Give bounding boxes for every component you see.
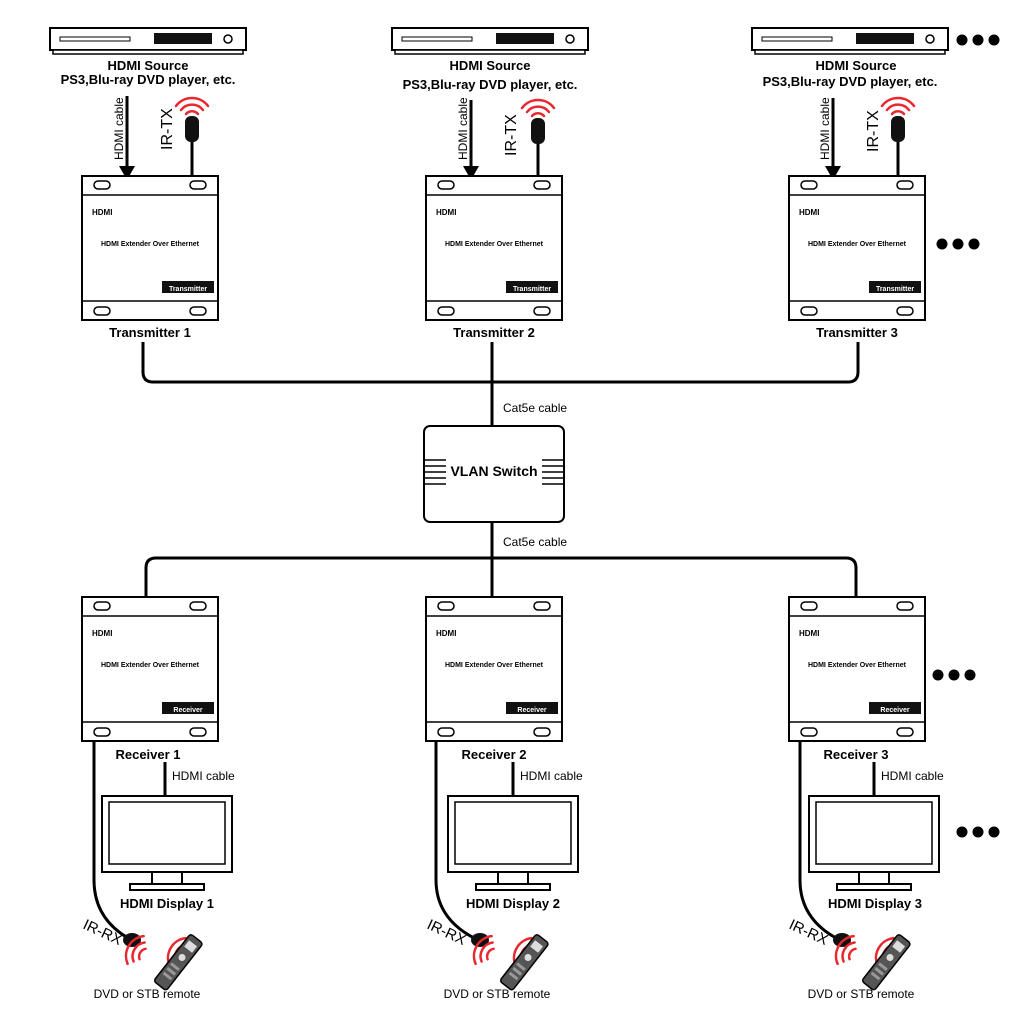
column-3: HDMI Source PS3,Blu-ray DVD player, etc.… (751, 27, 949, 340)
remote-control-icon-1 (152, 932, 204, 992)
receiver-caption-1: Receiver 1 (115, 747, 180, 762)
more-ellipsis-icon-transmitters (936, 238, 980, 250)
display-label-2: HDMI Display 2 (466, 896, 560, 911)
column-2: HDMI Source PS3,Blu-ray DVD player, etc.… (391, 27, 589, 340)
hdmi-display-3 (808, 795, 940, 891)
receiver-box-1 (81, 596, 219, 742)
receiver-tag-2: Receiver (517, 707, 546, 714)
hdmi-logo-rx1: HDMI (92, 629, 112, 638)
transmitter-box-2 (425, 175, 563, 321)
hdmi-cable-label-rx1: HDMI cable (172, 769, 235, 783)
hdmi-logo-rx3: HDMI (799, 629, 819, 638)
hdmi-logo-tx1: HDMI (92, 208, 112, 217)
source-subtitle-1: PS3,Blu-ray DVD player, etc. (61, 72, 236, 87)
ir-rx-label-1: IR-RX (80, 916, 124, 949)
transmitter-tag-1: Transmitter (169, 286, 207, 293)
ir-emitter-icon-3 (891, 116, 905, 142)
receiver-box-2 (425, 596, 563, 742)
display-label-1: HDMI Display 1 (120, 896, 214, 911)
more-ellipsis-icons (932, 34, 1000, 838)
source-title-1: HDMI Source (108, 58, 189, 73)
hdmi-cable-label-1: HDMI cable (112, 97, 126, 160)
source-subtitle-3: PS3,Blu-ray DVD player, etc. (763, 74, 938, 89)
hdmi-source-device-2 (391, 27, 589, 55)
source-title-3: HDMI Source (816, 58, 897, 73)
display-label-3: HDMI Display 3 (828, 896, 922, 911)
transmitter-box-3 (788, 175, 926, 321)
ir-rx-cable-1 (92, 741, 129, 940)
source-subtitle-2: PS3,Blu-ray DVD player, etc. (403, 77, 578, 92)
vlan-switch: VLAN Switch (423, 425, 565, 523)
hdmi-display-1 (101, 795, 233, 891)
vlan-switch-label: VLAN Switch (450, 463, 537, 479)
hdmi-source-device-3 (751, 27, 949, 55)
transmitter-caption-3: Transmitter 3 (816, 325, 898, 340)
hdmi-logo-rx2: HDMI (436, 629, 456, 638)
hdmi-display-2 (447, 795, 579, 891)
ir-rx-label-3: IR-RX (786, 916, 830, 949)
receiver-group-2: HDMI HDMI Extender Over Ethernet Receive… (424, 596, 583, 1001)
remote-label-3: DVD or STB remote (808, 987, 915, 1001)
hdmi-cable-arrow-3 (825, 166, 841, 180)
ir-emitter-icon-2 (531, 118, 545, 144)
receiver-tag-1: Receiver (173, 707, 202, 714)
remote-label-2: DVD or STB remote (444, 987, 551, 1001)
ir-emitter-icon-1 (185, 116, 199, 142)
transmitter-tag-3: Transmitter (876, 286, 914, 293)
remote-label-1: DVD or STB remote (94, 987, 201, 1001)
ir-tx-label-2: IR-TX (503, 114, 520, 156)
remote-control-icon-2 (498, 932, 550, 992)
column-1: HDMI Source PS3,Blu-ray DVD player, etc.… (49, 27, 247, 340)
hdmi-logo-tx3: HDMI (799, 208, 819, 217)
transmitter-caption-1: Transmitter 1 (109, 325, 191, 340)
receiver-group-3: HDMI HDMI Extender Over Ethernet Receive… (786, 596, 944, 1001)
more-ellipsis-icon-receivers (932, 669, 976, 681)
receiver-box-3 (788, 596, 926, 742)
hdmi-cable-arrow-2 (463, 166, 479, 180)
remote-control-icon-3 (860, 932, 912, 992)
transmitter-box-1 (81, 175, 219, 321)
receiver-group-1: HDMI HDMI Extender Over Ethernet Receive… (80, 596, 235, 1001)
hdmi-cable-arrow-1 (119, 166, 135, 180)
hdmi-cable-label-rx3: HDMI cable (881, 769, 944, 783)
product-label-rx3: HDMI Extender Over Ethernet (808, 662, 907, 669)
cat5e-bus-top (141, 342, 860, 384)
product-label-tx3: HDMI Extender Over Ethernet (808, 241, 907, 248)
transmitter-caption-2: Transmitter 2 (453, 325, 535, 340)
cat5e-label-top: Cat5e cable (503, 401, 567, 415)
ir-tx-label-3: IR-TX (865, 110, 882, 152)
more-ellipsis-icon-displays (956, 826, 1000, 838)
product-label-rx2: HDMI Extender Over Ethernet (445, 662, 544, 669)
product-label-tx1: HDMI Extender Over Ethernet (101, 241, 200, 248)
ir-rx-label-2: IR-RX (424, 916, 468, 949)
ir-signal-icon-tx3 (880, 96, 916, 116)
ir-rx-cable-3 (798, 741, 837, 940)
hdmi-cable-label-rx2: HDMI cable (520, 769, 583, 783)
receiver-caption-2: Receiver 2 (461, 747, 526, 762)
receiver-tag-3: Receiver (880, 707, 909, 714)
transmitter-tag-2: Transmitter (513, 286, 551, 293)
cat5e-label-bottom: Cat5e cable (503, 535, 567, 549)
receiver-caption-3: Receiver 3 (823, 747, 888, 762)
product-label-tx2: HDMI Extender Over Ethernet (445, 241, 544, 248)
source-title-2: HDMI Source (450, 58, 531, 73)
hdmi-cable-label-2: HDMI cable (456, 97, 470, 160)
product-label-rx1: HDMI Extender Over Ethernet (101, 662, 200, 669)
hdmi-cable-label-3: HDMI cable (818, 97, 832, 160)
ir-rx-cable-2 (434, 741, 475, 940)
hdmi-source-device-1 (49, 27, 247, 55)
cat5e-bus-bottom (144, 556, 858, 600)
more-ellipsis-icon-sources (956, 34, 1000, 46)
ir-signal-icon-tx2 (520, 98, 556, 118)
hdmi-logo-tx2: HDMI (436, 208, 456, 217)
ir-signal-icon-tx1 (174, 96, 210, 116)
ir-tx-label-1: IR-TX (159, 108, 176, 150)
